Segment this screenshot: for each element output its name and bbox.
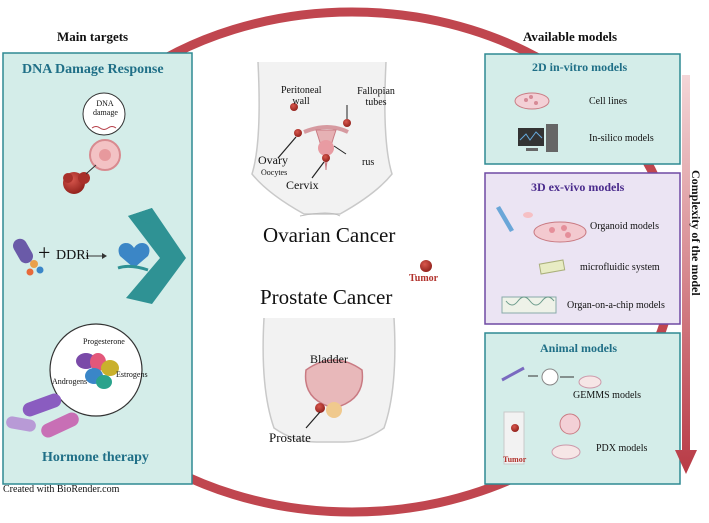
hormone-progesterone: Progesterone [83,337,125,346]
plus-sign: + [38,240,51,265]
tumor-fallopian [343,119,351,127]
organoid-label: Organoid models [590,221,659,232]
tumor-prostate [315,403,325,413]
dna-damage-icon [82,92,126,136]
hormone-pills-icon [6,393,79,438]
oocytes-label: Oocytes [261,168,288,177]
cervix-label: Cervix [286,178,319,192]
pill-icon [13,238,44,276]
in-vitro-panel [484,53,681,165]
heart-hand-icon [117,242,150,272]
gemms-label: GEMMS models [573,390,642,401]
ovarian-cancer-title: Ovarian Cancer [263,223,396,247]
microfluidic-chip-icon [538,259,566,275]
complexity-arrow [675,75,697,474]
organoid-dish-icon [533,221,587,243]
complexity-label: Complexity of the model [689,170,703,296]
ovary-label: Ovary [258,153,288,167]
organ-chip-label: Organ-on-a-chip models [567,300,665,311]
pdx-tumor-label: Tumor [503,455,527,464]
hormone-receptor-icon [76,353,119,389]
prostate-cancer-title: Prostate Cancer [260,285,393,309]
tumor-cervix [322,154,330,162]
tumor-legend-icon [420,260,432,272]
in-vitro-title: 2D in-vitro models [532,60,628,74]
microfluidic-label: microfluidic system [580,262,660,273]
tumor-legend-label: Tumor [409,273,439,284]
pdx-workflow-icon [503,411,581,465]
prostate-label: Prostate [269,430,311,445]
computer-icon [518,124,558,152]
ddri-label: DDRi [56,248,90,263]
peritoneal-label: Peritoneal wall [281,85,322,107]
hormone-androgens: Androgens [52,377,88,386]
pdx-label: PDX models [596,443,648,454]
available-models-heading: Available models [523,29,618,44]
hormone-estrogens: Estrogens [116,370,148,379]
bladder-icon [304,359,364,418]
cycle-chevron-icon [126,208,186,304]
dna-damage-label: DNA damage [93,99,118,117]
animal-title: Animal models [540,341,618,355]
hormone-therapy-title: Hormone therapy [42,450,149,465]
pipette-icon [496,206,533,232]
biorender-credit: Created with BioRender.com [3,484,120,495]
uterus-label: rus [362,157,375,168]
main-targets-heading: Main targets [57,29,129,44]
fallopian-label: Fallopian tubes [357,86,395,108]
in-silico-label: In-silico models [589,133,654,144]
petri-dish-icon [514,92,550,110]
organ-chip-icon [501,296,557,314]
ddr-title: DNA Damage Response [22,62,164,77]
uterus-icon [303,125,349,171]
ex-vivo-title: 3D ex-vivo models [531,180,625,194]
cell-lines-label: Cell lines [589,96,628,107]
cell-icon [89,139,121,171]
bladder-label: Bladder [310,352,348,366]
tumor-ovary [294,129,302,137]
gemms-workflow-icon [501,366,602,389]
tumor-peritoneal [290,103,298,111]
tumor-cluster-icon [63,172,90,194]
